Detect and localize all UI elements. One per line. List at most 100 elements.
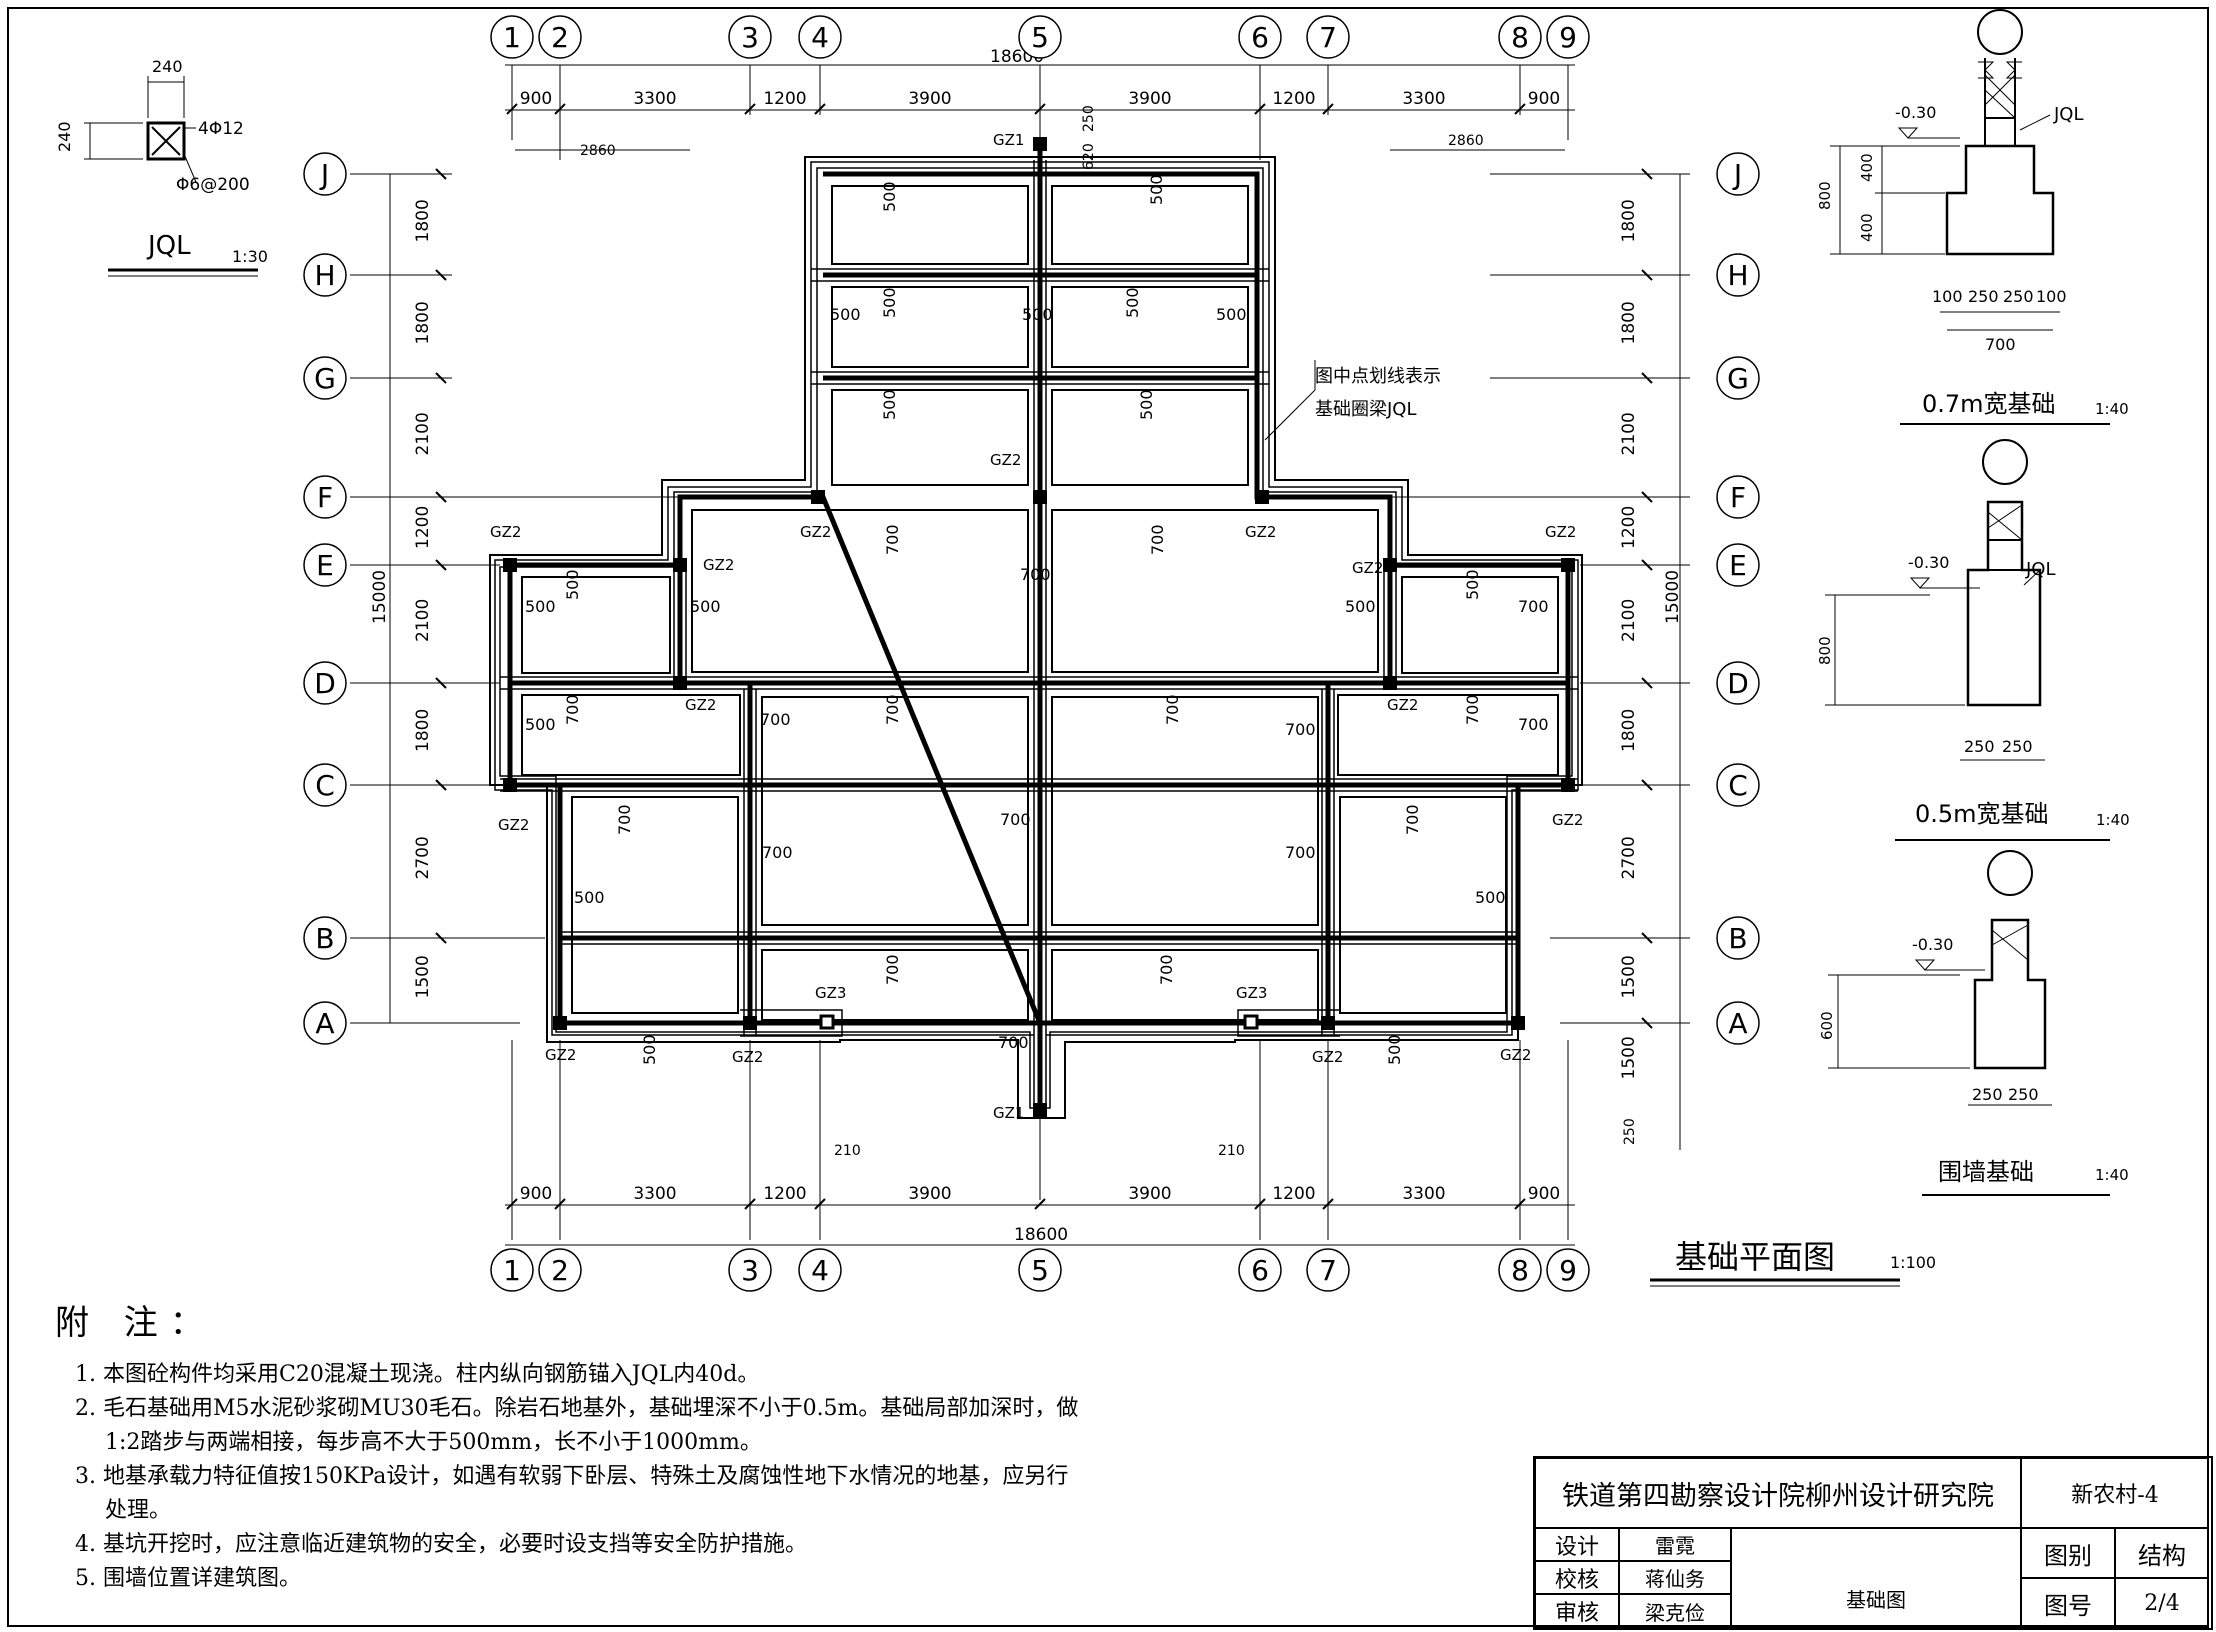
svg-text:700: 700 <box>1403 804 1422 835</box>
axis-bubble-top <box>1238 15 1282 59</box>
dim-text: 1200 <box>1272 89 1315 109</box>
svg-text:800: 800 <box>1816 181 1834 210</box>
axis-bubble-left <box>303 253 347 297</box>
dim-text: 3300 <box>1402 89 1445 109</box>
dim-text: 900 <box>520 89 552 109</box>
axis-bubble-bottom <box>538 1248 582 1292</box>
dim-text: 1800 <box>1619 199 1639 242</box>
dim-text: 3300 <box>633 89 676 109</box>
svg-text:250: 250 <box>2008 1085 2039 1104</box>
axis-bubble-left-label: E <box>316 549 334 582</box>
axis-bubble-right-label: A <box>1728 1007 1747 1040</box>
svg-text:500: 500 <box>1137 389 1156 420</box>
gz2-label: GZ2 <box>1312 1048 1343 1066</box>
axis-bubble-right-label: F <box>1730 481 1746 514</box>
dim-text: 900 <box>1528 89 1560 109</box>
svg-text:400: 400 <box>1858 213 1876 242</box>
svg-text:500: 500 <box>1463 569 1482 600</box>
svg-text:500: 500 <box>1147 174 1166 205</box>
axis-bubble-right-label: J <box>1732 158 1742 191</box>
dimension-lines <box>389 64 1681 1246</box>
dim-text: 3300 <box>633 1184 676 1204</box>
axis-bubble-top-label: 5 <box>1031 21 1049 54</box>
axis-bubble-right <box>1716 475 1760 519</box>
svg-text:700: 700 <box>1985 335 2016 354</box>
dim-text: 3900 <box>908 1184 951 1204</box>
svg-text:700: 700 <box>1163 694 1182 725</box>
svg-text:700: 700 <box>1518 597 1549 616</box>
svg-text:700: 700 <box>1000 810 1031 829</box>
dim-text: 3300 <box>1402 1184 1445 1204</box>
axis-bubble-bottom-label: 1 <box>503 1254 521 1287</box>
svg-text:700: 700 <box>883 694 902 725</box>
axis-bubble-right-label: G <box>1727 362 1749 395</box>
axis-bubble-right-label: E <box>1729 549 1747 582</box>
note-item: 4. 基坑开挖时，应注意临近建筑物的安全，必要时设支挡等安全防护措施。 <box>75 1532 807 1557</box>
wall-width-labels: 500 500 500 500 500 500 500 500 500 700 … <box>525 174 1549 1065</box>
axis-bubble-right <box>1716 916 1760 960</box>
axis-bubble-top-label: 8 <box>1511 21 1529 54</box>
axis-bubble-bottom <box>1546 1248 1590 1292</box>
dim-text: 3900 <box>1128 1184 1171 1204</box>
project-name: 新农村-4 <box>2021 1458 2209 1528</box>
svg-text:400: 400 <box>1858 153 1876 182</box>
annotation-line-2: 基础圈梁JQL <box>1315 399 1417 420</box>
axis-bubble-top <box>1306 15 1350 59</box>
svg-text:500: 500 <box>563 569 582 600</box>
svg-text:700: 700 <box>883 954 902 985</box>
svg-text:250: 250 <box>1081 105 1097 132</box>
axis-bubble-bottom-label: 9 <box>1559 1254 1577 1287</box>
detail1-jql: JQL <box>2053 104 2084 125</box>
svg-text:-0.30: -0.30 <box>1908 553 1949 572</box>
svg-text:700: 700 <box>1157 954 1176 985</box>
svg-text:250: 250 <box>2002 737 2033 756</box>
notes: 附 注： 1. 本图砼构件均采用C20混凝土现浇。柱内纵向钢筋锚入JQL内40d… <box>55 1295 1085 1596</box>
dim-text: 2700 <box>1619 836 1639 879</box>
gz2-label: GZ2 <box>1500 1046 1531 1064</box>
svg-text:1:40: 1:40 <box>2095 400 2129 418</box>
detail-07m: -0.30 JQL 800 400 400 100 250 250 100 70… <box>1816 9 2129 425</box>
notes-heading: 附 注： <box>55 1303 216 1343</box>
dim-text: 2100 <box>1619 412 1639 455</box>
dim-text: 1200 <box>413 506 433 549</box>
jql-rebar-main: 4Φ12 <box>198 119 244 139</box>
axis-bubble-top <box>798 15 842 59</box>
dim-text: 2700 <box>413 836 433 879</box>
gz2-label: GZ2 <box>685 696 716 714</box>
dim-text: 2100 <box>1619 599 1639 642</box>
axis-bubble-bottom-label: 3 <box>741 1254 759 1287</box>
gz2-label: GZ2 <box>1552 811 1583 829</box>
svg-text:700: 700 <box>1285 843 1316 862</box>
svg-text:500: 500 <box>1345 597 1376 616</box>
svg-text:600: 600 <box>1818 1011 1836 1040</box>
detail3-title: 围墙基础 <box>1938 1158 2034 1186</box>
axis-bubble-left-label: G <box>314 362 336 395</box>
sheet-border <box>7 7 2209 1627</box>
dim-text: 3900 <box>908 89 951 109</box>
note-item: 5. 围墙位置详建筑图。 <box>75 1566 301 1591</box>
gz2-label: GZ2 <box>1387 696 1418 714</box>
axis-bubble-top <box>1018 15 1062 59</box>
axis-bubble-bottom <box>1498 1248 1542 1292</box>
dim-text: 1200 <box>763 89 806 109</box>
dim-text: 900 <box>1528 1184 1560 1204</box>
axis-bubble-top <box>490 15 534 59</box>
axis-bubble-right <box>1716 152 1760 196</box>
svg-text:500: 500 <box>1475 888 1506 907</box>
gz2-label: GZ2 <box>703 556 734 574</box>
svg-text:500: 500 <box>880 389 899 420</box>
svg-text:700: 700 <box>883 524 902 555</box>
svg-text:700: 700 <box>998 1033 1029 1052</box>
svg-text:1:40: 1:40 <box>2096 811 2130 829</box>
total-height-left: 15000 <box>370 570 390 624</box>
jql-annotation: 图中点划线表示 基础圈梁JQL <box>1264 360 1441 441</box>
axis-bubble-top <box>1498 15 1542 59</box>
annotation-line-1: 图中点划线表示 <box>1315 366 1441 387</box>
axis-bubble-top-label: 2 <box>551 21 569 54</box>
svg-text:700: 700 <box>1463 694 1482 725</box>
axis-bubble-right-label: H <box>1727 259 1748 292</box>
sub-dim-left: 2860 <box>580 143 616 159</box>
gz1-top: GZ1 <box>993 131 1024 149</box>
jql-rebar-stirrup: Φ6@200 <box>176 175 250 195</box>
